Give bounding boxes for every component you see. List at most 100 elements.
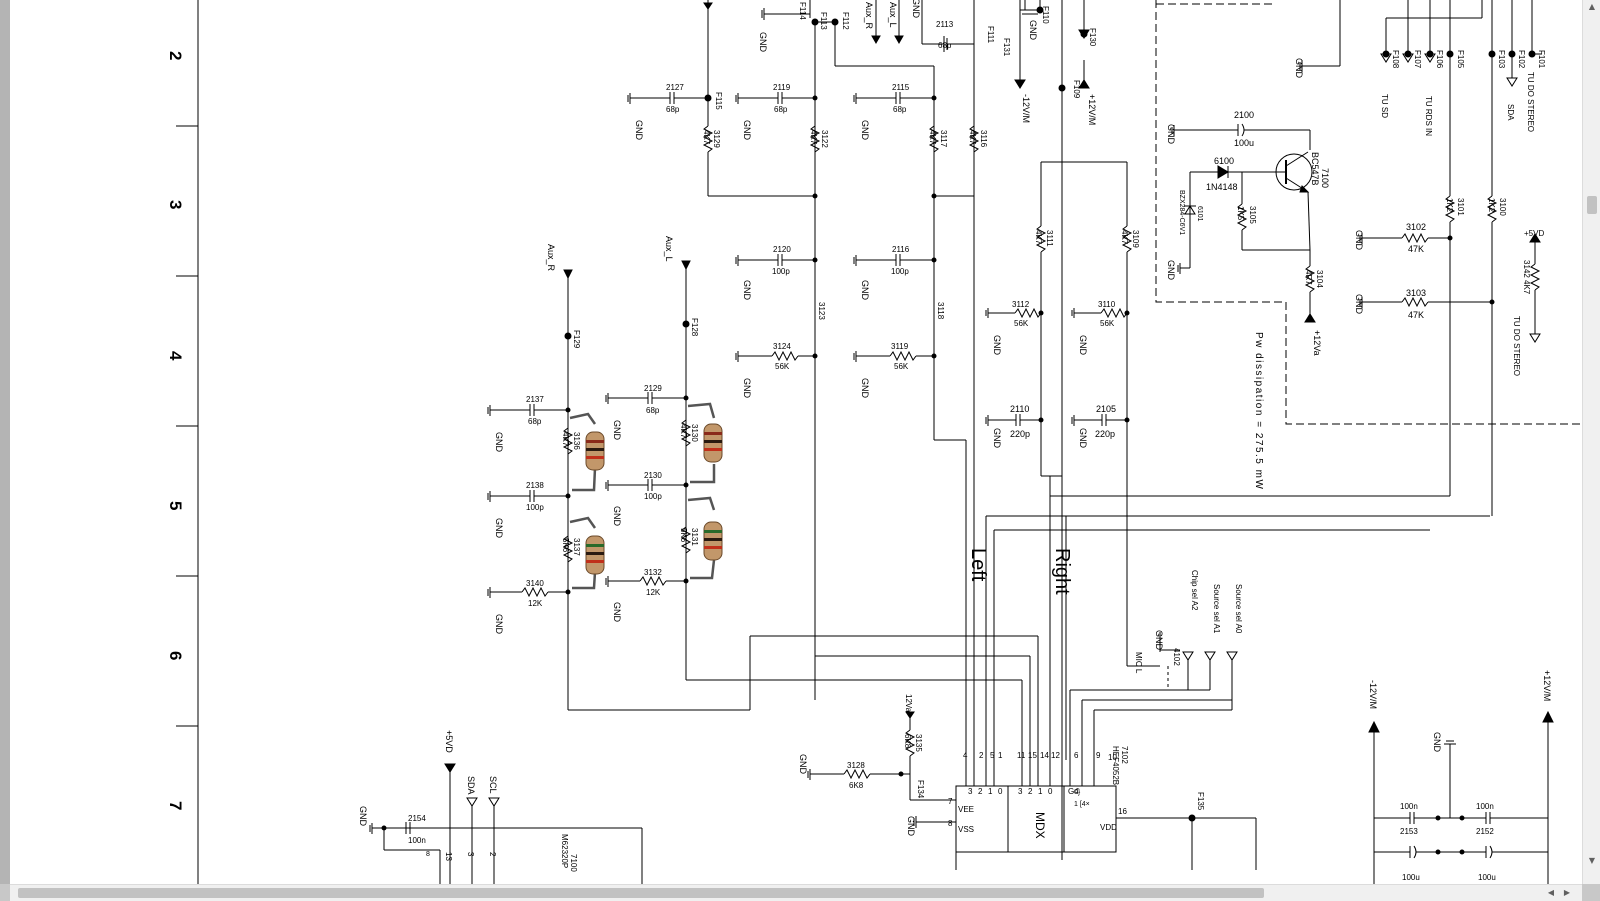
svg-text:68p: 68p bbox=[774, 105, 788, 114]
net-neg12vm-supply: -12V/M bbox=[1368, 680, 1378, 709]
ic-m62320p bbox=[369, 763, 643, 884]
row-number: 2 bbox=[166, 51, 185, 60]
res-3110: 3110 bbox=[1098, 300, 1116, 309]
arrow-up-icon[interactable]: ▲ bbox=[1588, 2, 1596, 11]
power-dissipation-note: Pw dissipation = 275.5 mW bbox=[1253, 332, 1264, 490]
svg-text:10: 10 bbox=[1108, 753, 1117, 762]
ic-7102-type: HEF4052B bbox=[1111, 746, 1120, 785]
res-3137: 3137 bbox=[572, 538, 581, 556]
upper-filter bbox=[627, 8, 980, 760]
cap-100u-b: 100u bbox=[1478, 873, 1496, 882]
cap-2100: 2100 bbox=[1234, 110, 1254, 120]
schematic-page: 2 3 4 5 6 7 bbox=[10, 0, 1582, 884]
svg-text:12K: 12K bbox=[528, 599, 543, 608]
svg-text:56K: 56K bbox=[775, 362, 790, 371]
svg-text:GND: GND bbox=[1432, 732, 1442, 753]
svg-text:0}: 0} bbox=[1074, 789, 1081, 796]
svg-text:0: 0 bbox=[1048, 787, 1053, 796]
aux-input bbox=[487, 260, 1038, 711]
res-3131: 3131 bbox=[690, 528, 699, 546]
row-number: 4 bbox=[166, 351, 185, 361]
svg-text:VDD: VDD bbox=[1100, 823, 1117, 832]
mdx-label: MDX bbox=[1033, 812, 1047, 839]
horizontal-scrollbar[interactable]: ◀ ▶ bbox=[10, 884, 1582, 901]
testpoint-f112: F112 bbox=[841, 12, 850, 30]
transistor-7100: 7100 bbox=[1320, 168, 1330, 188]
mdx-bus bbox=[814, 200, 1490, 760]
net-pos12vm-supply: +12V/M bbox=[1542, 670, 1552, 701]
svg-text:100u: 100u bbox=[1234, 138, 1254, 148]
testpoint-f110: F110 bbox=[1041, 6, 1050, 24]
transistor-7100-type: BC547B bbox=[1310, 152, 1320, 186]
horizontal-scroll-thumb[interactable] bbox=[18, 888, 1264, 898]
svg-text:4K7: 4K7 bbox=[928, 130, 937, 145]
res-3116: 3116 bbox=[979, 130, 988, 148]
svg-text:GND: GND bbox=[1154, 630, 1164, 651]
net-tu-do-stereo: TU DO STEREO bbox=[1526, 72, 1535, 132]
svg-text:15: 15 bbox=[1028, 751, 1037, 760]
arrow-right-icon[interactable]: ▶ bbox=[1563, 888, 1571, 897]
svg-text:1 [4×: 1 [4× bbox=[1074, 801, 1090, 808]
net-12va: 12Va bbox=[904, 694, 913, 713]
svg-text:GND: GND bbox=[612, 420, 622, 441]
mic-l-label: MIC L bbox=[1134, 652, 1143, 674]
svg-text:GND: GND bbox=[992, 428, 1002, 449]
arrow-left-icon[interactable]: ◀ bbox=[1547, 888, 1555, 897]
svg-text:2: 2 bbox=[979, 751, 984, 760]
ic-m62320p-labels: GND 2154 100n +5VD SDA SCL 8 13 3 2 M623… bbox=[358, 730, 578, 872]
svg-text:4K7: 4K7 bbox=[1034, 230, 1043, 245]
cap-2137: 2137 bbox=[526, 395, 544, 404]
testpoint-f135: F135 bbox=[1196, 792, 1205, 811]
svg-text:1K5: 1K5 bbox=[1236, 206, 1245, 221]
testpoint-f105: F105 bbox=[1456, 50, 1465, 69]
svg-text:7: 7 bbox=[948, 797, 953, 806]
cap-2153: 2153 bbox=[1400, 827, 1418, 836]
testpoint-f131: F131 bbox=[1002, 38, 1011, 57]
net-sda-tuner: SDA bbox=[1506, 104, 1515, 121]
cap-2129: 2129 bbox=[644, 384, 662, 393]
svg-text:16: 16 bbox=[1118, 807, 1127, 816]
svg-text:1K2: 1K2 bbox=[1445, 198, 1454, 213]
jumper-4102: 4102 bbox=[1172, 648, 1181, 666]
net-tu-sd: TU SD bbox=[1380, 94, 1389, 118]
net-sda: SDA bbox=[466, 776, 476, 795]
svg-text:3: 3 bbox=[466, 852, 475, 857]
svg-text:G4: G4 bbox=[1068, 787, 1079, 796]
right-label: Right bbox=[1051, 548, 1073, 595]
svg-text:68p: 68p bbox=[646, 406, 660, 415]
net-aux-r-input: Aux_R bbox=[546, 244, 556, 272]
svg-text:GND: GND bbox=[1078, 428, 1088, 449]
net-scl: SCL bbox=[488, 776, 498, 794]
cap-2113: 2113 bbox=[936, 20, 954, 29]
testpoint-f103: F103 bbox=[1497, 50, 1506, 69]
net-aux-r: Aux_R bbox=[864, 2, 874, 30]
svg-text:56K: 56K bbox=[1014, 319, 1029, 328]
svg-text:5K6: 5K6 bbox=[679, 528, 688, 543]
testpoint-f129: F129 bbox=[572, 330, 581, 349]
cap-2154: 2154 bbox=[408, 814, 426, 823]
res-3136: 3136 bbox=[572, 432, 581, 450]
svg-text:12: 12 bbox=[1051, 751, 1060, 760]
svg-text:220p: 220p bbox=[1010, 429, 1030, 439]
row-numbers: 2 3 4 5 6 7 bbox=[166, 51, 185, 810]
svg-text:GND: GND bbox=[1354, 230, 1364, 251]
vertical-scrollbar[interactable]: ▲ ▼ bbox=[1582, 0, 1600, 884]
right-channel bbox=[985, 161, 1133, 640]
arrow-down-icon[interactable]: ▼ bbox=[1588, 856, 1596, 865]
net-pos12va: +12Va bbox=[1312, 330, 1322, 356]
svg-text:11: 11 bbox=[1017, 751, 1026, 760]
svg-text:6K8: 6K8 bbox=[903, 734, 912, 749]
svg-text:4K7: 4K7 bbox=[702, 130, 711, 145]
svg-text:GND: GND bbox=[742, 120, 752, 141]
svg-text:GND: GND bbox=[798, 754, 808, 775]
res-3119: 3119 bbox=[891, 342, 909, 351]
svg-text:1: 1 bbox=[1038, 787, 1043, 796]
res-3105: 3105 bbox=[1248, 206, 1257, 224]
svg-text:GND: GND bbox=[634, 120, 644, 141]
svg-text:3: 3 bbox=[968, 787, 973, 796]
vertical-scroll-thumb[interactable] bbox=[1587, 196, 1597, 214]
right-channel-labels: 3111 4K7 3109 4K7 GND 3112 56K GND 3110 … bbox=[992, 230, 1140, 449]
zener-6101: 6101 bbox=[1196, 206, 1203, 222]
supply-decoupling bbox=[1368, 710, 1554, 884]
res-3140: 3140 bbox=[526, 579, 544, 588]
